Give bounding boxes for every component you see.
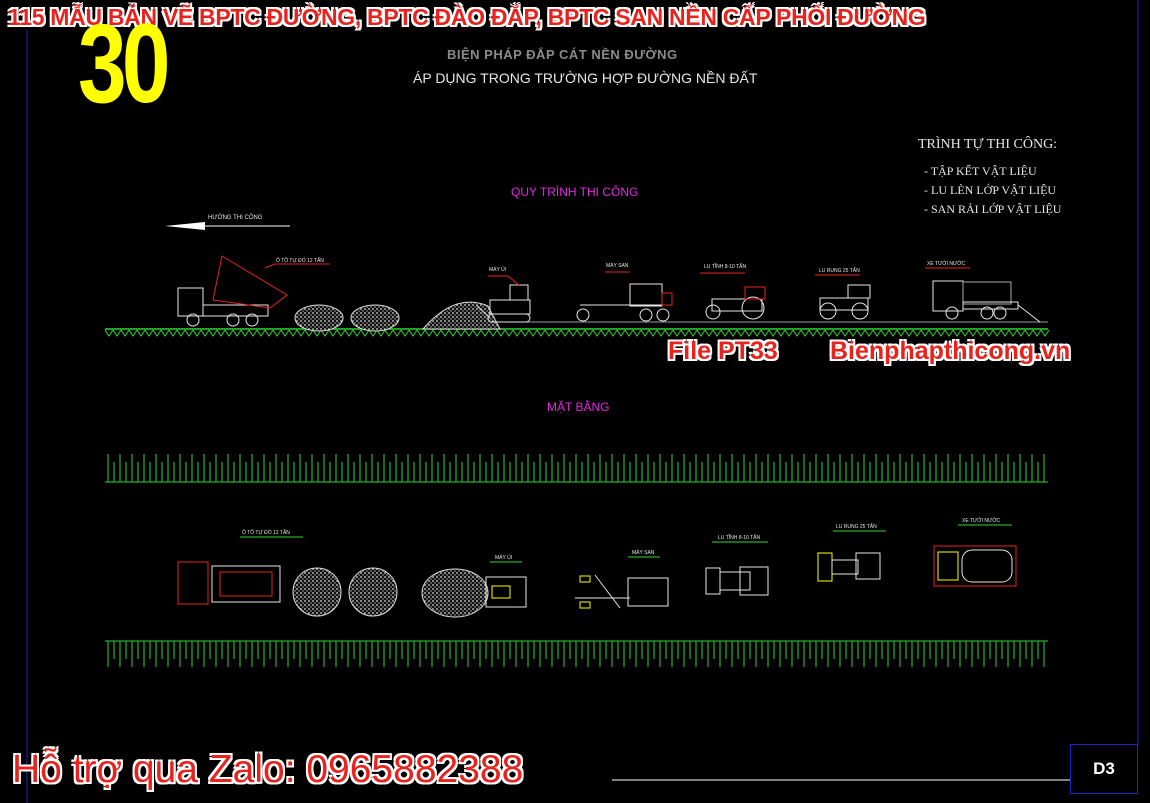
big-number: 30 xyxy=(78,1,170,126)
plan-grader-icon xyxy=(575,556,669,609)
plan-bottom-hatch xyxy=(105,640,1048,667)
plan-sand-pile-icon xyxy=(292,567,489,618)
sand-pile-icon xyxy=(294,301,501,332)
sheet-number: D3 xyxy=(1093,759,1115,778)
process-label: QUY TRÌNH THI CÔNG xyxy=(511,185,639,199)
water-truck-icon xyxy=(925,267,1041,323)
banner-title: 115 MẪU BẢN VẼ BPTC ĐƯỜNG, BPTC ĐÀO ĐẮP,… xyxy=(8,4,926,30)
vibratory-roller-icon xyxy=(815,274,871,320)
plan-truck-icon xyxy=(177,536,303,605)
vibratory-roller-label: LU RUNG 25 TẤN xyxy=(819,268,860,274)
sequence-step: - TẬP KẾT VẬT LIỆU xyxy=(924,164,1037,178)
plan-static-roller-label: LU TĨNH 8-10 TẤN xyxy=(718,535,761,541)
bulldozer-icon xyxy=(476,275,531,323)
plan-water-truck-icon xyxy=(933,524,1017,587)
plan-vibratory-roller-icon xyxy=(817,530,886,582)
direction-label: HƯỚNG THI CÔNG xyxy=(208,215,263,221)
plan-truck-label: Ô TÔ TỰ ĐỔ 12 TẤN xyxy=(242,530,290,536)
plan-grader-label: MÁY SAN xyxy=(632,550,655,556)
plan-top-hatch xyxy=(105,454,1048,483)
sequence-title: TRÌNH TỰ THI CÔNG: xyxy=(918,137,1058,152)
plan-static-roller-icon xyxy=(705,541,769,596)
grader-label: MÁY SAN xyxy=(606,263,629,269)
bulldozer-label: MÁY ỦI xyxy=(489,267,507,273)
dump-truck-icon xyxy=(177,255,330,327)
ground-profile xyxy=(104,321,1050,337)
grader-icon xyxy=(576,271,673,322)
watermark-file: File PT33 xyxy=(668,337,778,365)
plan-water-truck-label: XE TƯỚI NƯỚC xyxy=(962,518,1001,524)
watermark-site: Bienphapthicong.vn xyxy=(830,337,1071,365)
sequence-step: - LU LÈN LỚP VẬT LIỆU xyxy=(924,183,1057,197)
plan-vibratory-roller-label: LU RUNG 25 TẤN xyxy=(836,524,877,530)
water-truck-label: XE TƯỚI NƯỚC xyxy=(927,261,966,267)
truck-label: Ô TÔ TỰ ĐỔ 12 TẤN xyxy=(276,258,324,264)
direction-arrow-icon xyxy=(165,222,290,230)
sheet-number-box: D3 xyxy=(1070,744,1138,794)
plan-bulldozer-icon xyxy=(485,561,527,608)
static-roller-label: LU TĨNH 8-10 TẤN xyxy=(704,264,747,270)
support-contact: Hỗ trợ qua Zalo: 0965882388 xyxy=(12,748,524,791)
plan-bulldozer-label: MÁY ỦI xyxy=(495,555,513,561)
drawing-title: BIỆN PHÁP ĐẮP CÁT NỀN ĐƯỜNG xyxy=(447,47,678,62)
sequence-step: - SAN RẢI LỚP VẬT LIỆU xyxy=(924,202,1062,216)
drawing-subtitle: ÁP DỤNG TRONG TRƯỜNG HỢP ĐƯỜNG NỀN ĐẤT xyxy=(413,70,758,86)
plan-label: MẶT BẰNG xyxy=(547,400,610,414)
static-roller-icon xyxy=(700,272,766,320)
